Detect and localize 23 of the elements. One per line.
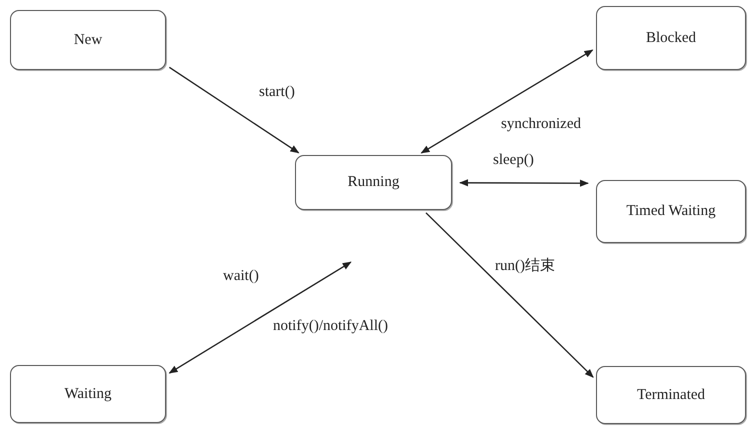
edge-label: start() [258,84,296,101]
state-box [596,366,746,424]
edge-label: sleep() [492,152,535,169]
arrow [168,66,300,154]
state-name: Waiting [64,386,112,402]
state-box [596,6,746,70]
state-box [10,10,166,70]
arrow [168,262,352,374]
state-name: Terminated [636,386,706,404]
edge-label: run()结束 [494,256,556,275]
arrow [426,212,594,378]
method-label: notify()/notifyAll() [272,318,389,335]
state-box [295,155,452,210]
state-name: New [74,32,102,48]
state-name: Blocked [646,30,696,46]
state-box [596,180,746,243]
arrow [420,50,594,154]
edge-label: wait() [222,268,260,285]
state-name: Timed Waiting [626,203,716,220]
edge-label: synchronized [500,116,582,133]
arrow [459,179,589,187]
state-box [10,365,166,423]
state-name: Running [348,174,400,191]
